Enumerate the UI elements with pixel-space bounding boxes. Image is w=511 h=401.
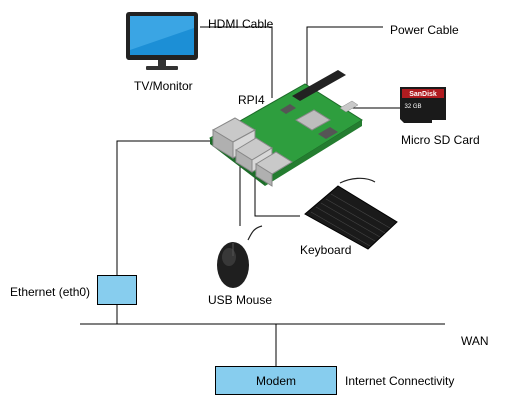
modem-box: Modem: [215, 366, 337, 395]
power-cable-label: Power Cable: [390, 23, 459, 37]
usb-mouse-icon: [217, 225, 263, 288]
power-cable-line: [306, 26, 383, 85]
keyboard-label: Keyboard: [300, 243, 352, 257]
tv-monitor-label: TV/Monitor: [134, 79, 193, 93]
tv-monitor-icon: [126, 12, 198, 70]
wan-label: WAN: [461, 334, 489, 348]
hdmi-cable-line: [200, 26, 273, 98]
sd-card-capacity: 32 GB: [404, 104, 421, 110]
connector-lines: [80, 26, 445, 366]
internet-connectivity-label: Internet Connectivity: [345, 374, 455, 388]
micro-sd-label: Micro SD Card: [401, 133, 480, 147]
rpi-label: RPI4: [238, 93, 265, 107]
usb-mouse-label: USB Mouse: [208, 293, 273, 307]
ethernet-port-box: [97, 275, 137, 305]
raspberry-pi-board-icon: [209, 70, 363, 187]
keyboard-icon: [304, 177, 398, 250]
ethernet-label: Ethernet (eth0): [10, 285, 91, 299]
micro-sd-card-icon: SanDisk 32 GB: [400, 87, 446, 123]
ethernet-line: [116, 140, 222, 275]
keyboard-line: [254, 170, 300, 217]
sd-card-brand: SanDisk: [409, 91, 437, 98]
hdmi-cable-label: HDMI Cable: [208, 17, 274, 31]
